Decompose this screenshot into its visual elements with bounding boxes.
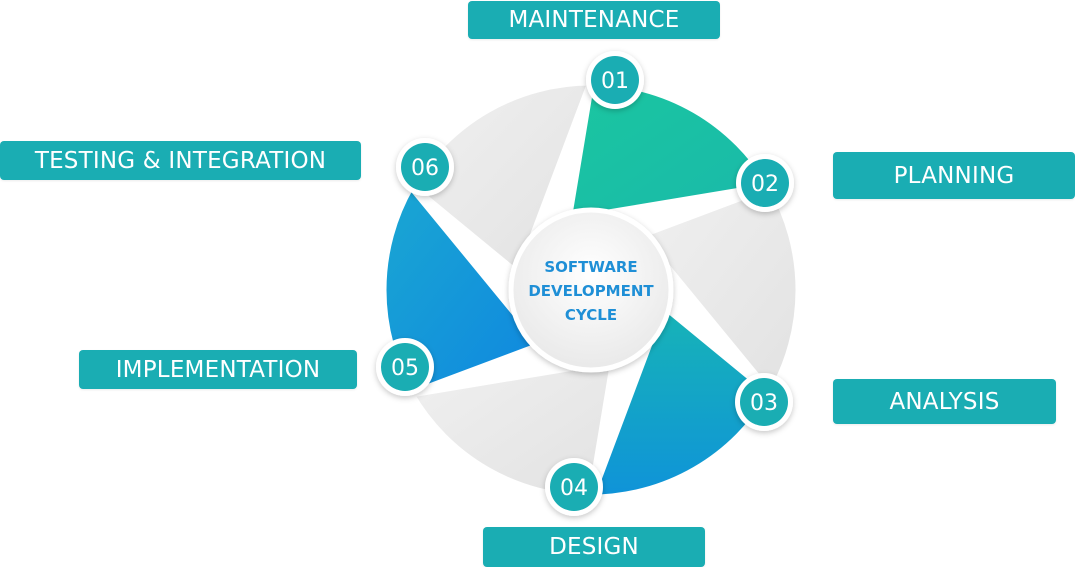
step-label-testing-integration: TESTING & INTEGRATION xyxy=(0,141,361,180)
step-label-implementation: IMPLEMENTATION xyxy=(79,350,357,389)
step-label-planning: PLANNING xyxy=(833,152,1075,199)
step-badge-04: 04 xyxy=(545,458,603,516)
step-number: 05 xyxy=(391,356,419,381)
step-badge-05: 05 xyxy=(376,338,434,396)
step-label-design: DESIGN xyxy=(483,527,705,567)
step-number: 01 xyxy=(601,69,629,94)
step-label-analysis: ANALYSIS xyxy=(833,379,1056,424)
step-badge-03: 03 xyxy=(735,373,793,431)
step-number: 03 xyxy=(750,391,778,416)
step-badge-01: 01 xyxy=(586,51,644,109)
step-number: 04 xyxy=(560,476,588,501)
step-badge-02: 02 xyxy=(736,154,794,212)
step-number: 06 xyxy=(411,156,439,181)
step-number: 02 xyxy=(751,172,779,197)
step-badge-06: 06 xyxy=(396,138,454,196)
step-label-maintenance: MAINTENANCE xyxy=(468,1,720,39)
center-title-line: DEVELOPMENT xyxy=(528,282,654,300)
center-title-line: CYCLE xyxy=(565,306,617,324)
center-title-line: SOFTWARE xyxy=(544,258,637,276)
center-hub xyxy=(508,207,674,373)
